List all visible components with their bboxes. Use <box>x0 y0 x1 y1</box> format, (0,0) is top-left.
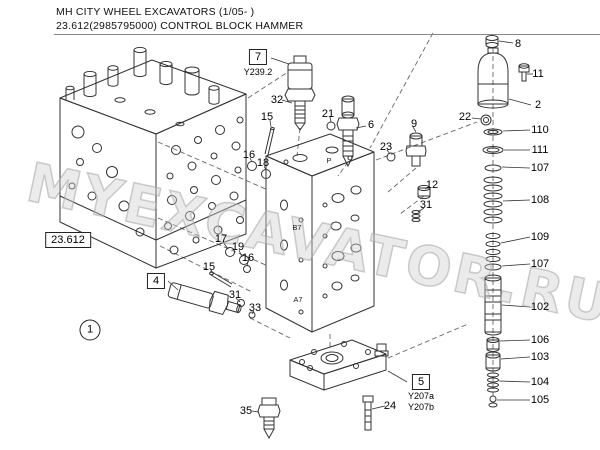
solenoid-valve <box>264 55 316 156</box>
end-plate-5 <box>289 339 389 391</box>
cartridge-valve-6 <box>326 95 396 168</box>
axis-dashed-lines <box>157 32 494 396</box>
o-ring-23 <box>386 152 396 162</box>
check-valve-35 <box>257 397 281 440</box>
section-seal-rings <box>209 161 271 288</box>
section-title: 23.612(2985795000) CONTROL BLOCK HAMMER <box>56 20 304 32</box>
page-header: MH CITY WHEEL EXCAVATORS (1/05- ) 23.612… <box>56 5 596 33</box>
relief-valve-4 <box>167 282 256 319</box>
small-fittings <box>405 132 431 222</box>
front-block-section <box>265 133 375 333</box>
o-ring-21 <box>326 121 336 131</box>
rear-valve-block <box>59 46 247 269</box>
callout-leader-lines <box>167 40 533 413</box>
catalog-title: MH CITY WHEEL EXCAVATORS (1/05- ) <box>56 6 255 18</box>
hammer-valve-column <box>477 35 530 408</box>
header-divider <box>54 34 600 35</box>
bolt-24 <box>362 395 374 431</box>
